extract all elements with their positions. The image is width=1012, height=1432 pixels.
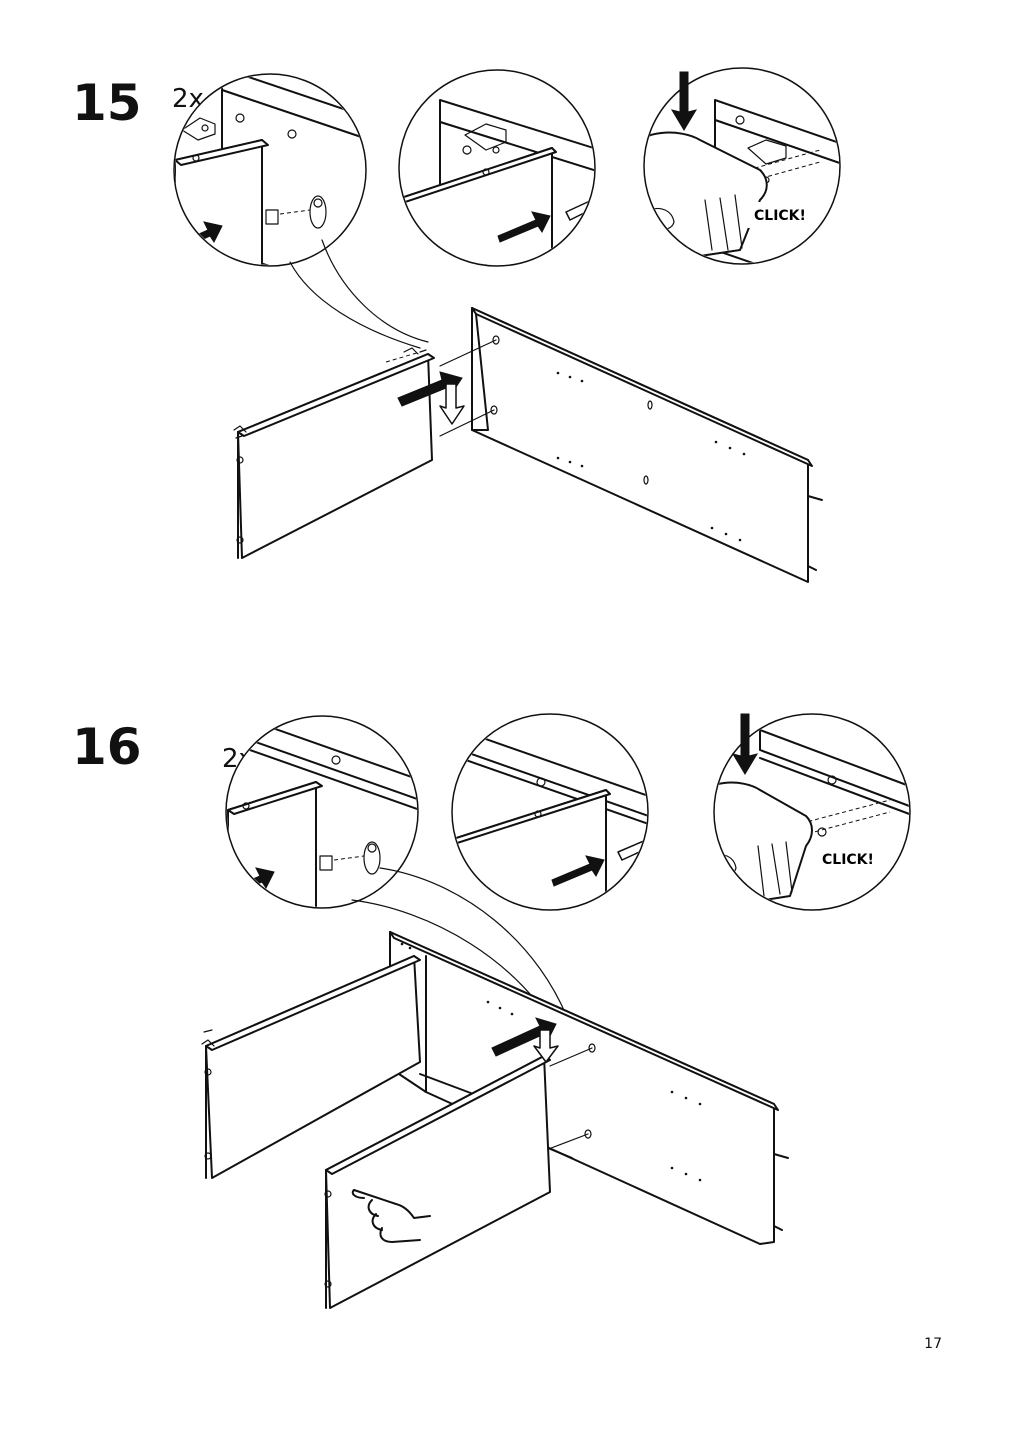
press-down-arrow: [670, 71, 698, 131]
page-number: 17: [924, 1336, 942, 1352]
push-arrow: [491, 1017, 557, 1057]
detail-circle-press: CLICK!: [713, 713, 911, 911]
pointing-hand-icon: [351, 1189, 431, 1243]
press-down-arrow: [731, 713, 759, 775]
main-assembly: [233, 307, 823, 583]
lower-arrow: [439, 383, 465, 425]
step-number: 16: [72, 718, 142, 776]
click-label: CLICK!: [754, 208, 806, 224]
step-number: 15: [72, 74, 142, 132]
main-assembly: [201, 931, 789, 1309]
detail-circle-slide: [398, 69, 596, 267]
lower-arrow: [533, 1029, 559, 1063]
detail-circle-slide: [451, 713, 649, 911]
detail-circle-cam-lock: [225, 715, 419, 909]
click-label: CLICK!: [822, 852, 874, 868]
